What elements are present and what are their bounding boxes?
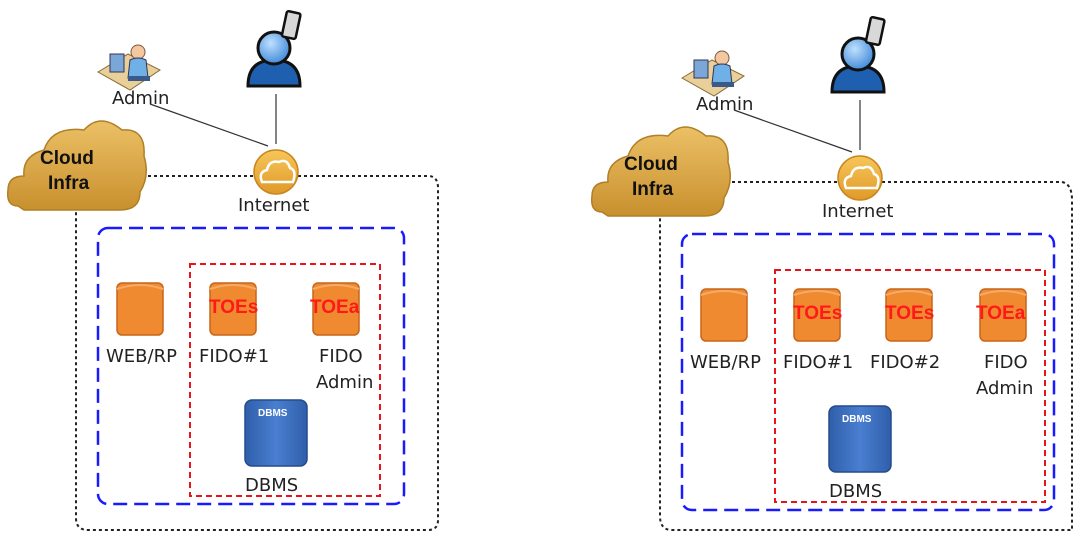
fido-admin-label2: Admin — [976, 378, 1033, 399]
mobile-user-icon — [830, 15, 887, 94]
admin-link — [733, 109, 853, 153]
service-boundary — [96, 226, 406, 506]
left-diagram: Admin Internet Cloud Infra WEB/RP TO — [6, 9, 439, 531]
outer-boundary — [75, 175, 439, 531]
dbms-database-icon — [828, 405, 892, 473]
fido1-toe-tag: TOEs — [209, 297, 258, 318]
toe-boundary — [189, 263, 381, 497]
admin-workstation-icon — [681, 50, 745, 97]
fido2-toe-tag: TOEs — [885, 303, 934, 324]
service-boundary — [680, 232, 1056, 512]
web-rp-label: WEB/RP — [106, 346, 177, 367]
dbms-label: DBMS — [829, 481, 882, 502]
dbms-small-tag: DBMS — [842, 414, 872, 425]
cloud-infra-line1: Cloud — [40, 148, 94, 169]
web-rp-label: WEB/RP — [690, 352, 761, 373]
dbms-label: DBMS — [245, 475, 298, 496]
cloud-infra-line2: Infra — [632, 179, 674, 200]
fido2-label: FIDO#2 — [870, 352, 940, 373]
fido-admin-label2: Admin — [316, 372, 373, 393]
admin-workstation-icon — [97, 44, 161, 91]
fido-admin-label1: FIDO — [319, 346, 363, 367]
internet-cloud-icon — [253, 149, 299, 195]
dbms-database-icon — [244, 399, 308, 467]
fido-admin-toe-tag: TOEa — [310, 297, 360, 318]
internet-cloud-icon — [837, 155, 883, 201]
cloud-infra-line2: Infra — [48, 173, 90, 194]
right-diagram: Admin Internet Cloud Infra WEB/RP TOEs F… — [590, 15, 1073, 531]
fido-admin-toe-tag: TOEa — [976, 303, 1026, 324]
dbms-small-tag: DBMS — [258, 408, 288, 419]
cloud-infra-line1: Cloud — [624, 154, 678, 175]
internet-label: Internet — [822, 201, 893, 222]
admin-link — [149, 103, 269, 147]
web-rp-server-icon — [700, 288, 748, 342]
cloud-infra-icon — [6, 120, 147, 211]
admin-label: Admin — [112, 88, 169, 109]
cloud-infra-icon — [590, 126, 731, 217]
fido1-label: FIDO#1 — [199, 346, 269, 367]
internet-label: Internet — [238, 195, 309, 216]
fido1-toe-tag: TOEs — [793, 303, 842, 324]
fido1-label: FIDO#1 — [783, 352, 853, 373]
fido-admin-label1: FIDO — [984, 352, 1028, 373]
toe-boundary — [774, 269, 1046, 503]
web-rp-server-icon — [116, 282, 164, 336]
mobile-user-icon — [246, 9, 303, 88]
admin-label: Admin — [696, 94, 753, 115]
